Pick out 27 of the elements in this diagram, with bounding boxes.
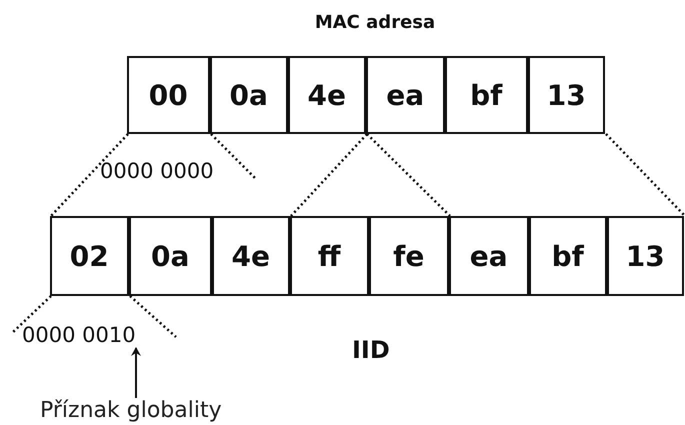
bit-value: 0000 0010 bbox=[12, 322, 176, 348]
bit-value: 0000 0000 bbox=[100, 158, 256, 184]
byte-cell: ea bbox=[448, 216, 529, 296]
dotted-line bbox=[11, 295, 52, 334]
byte-cell: 00 bbox=[126, 56, 210, 134]
byte-cell: ff bbox=[290, 216, 369, 296]
arrow bbox=[131, 347, 141, 398]
iid-label: IID bbox=[352, 336, 390, 364]
byte-cell: bf bbox=[444, 56, 528, 134]
byte-cell: 4e bbox=[212, 216, 290, 296]
dotted-line bbox=[366, 133, 451, 217]
byte-cell: 0a bbox=[210, 56, 288, 134]
diagram-title: MAC adresa bbox=[314, 12, 436, 33]
byte-cell: bf bbox=[528, 216, 607, 296]
byte-cell: 4e bbox=[288, 56, 366, 134]
byte-cell: 02 bbox=[50, 216, 129, 296]
dotted-line bbox=[210, 133, 257, 180]
dotted-line bbox=[129, 295, 177, 338]
byte-cell: 13 bbox=[606, 216, 684, 296]
byte-cell: fe bbox=[368, 216, 449, 296]
byte-cell: ea bbox=[366, 56, 445, 134]
dotted-line bbox=[605, 133, 685, 217]
byte-cell: 0a bbox=[128, 216, 212, 296]
dotted-line bbox=[290, 133, 368, 217]
flag-label: Příznak globality bbox=[40, 398, 260, 424]
dotted-line bbox=[50, 133, 129, 217]
byte-cell: 13 bbox=[528, 56, 605, 134]
